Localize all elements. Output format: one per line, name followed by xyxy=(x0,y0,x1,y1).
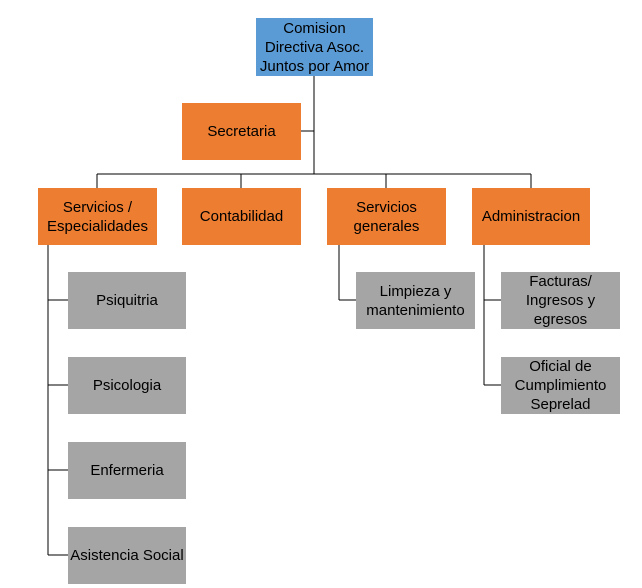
assistant-node-secretaria: Secretaria xyxy=(182,103,301,160)
child-node-psicologia: Psicologia xyxy=(68,357,186,414)
department-node-contabilidad: Contabilidad xyxy=(182,188,301,245)
department-node-administracion: Administracion xyxy=(472,188,590,245)
root-node-comision-directiva: Comision Directiva Asoc. Juntos por Amor xyxy=(256,18,373,76)
department-node-servicios-generales: Servicios generales xyxy=(327,188,446,245)
department-node-servicios-especialidades: Servicios / Especialidades xyxy=(38,188,157,245)
child-node-enfermeria: Enfermeria xyxy=(68,442,186,499)
child-node-oficial-de-cumplimiento: Oficial de Cumplimiento Seprelad xyxy=(501,357,620,414)
child-node-facturas-ingresos-egresos: Facturas/ Ingresos y egresos xyxy=(501,272,620,329)
child-node-asistencia-social: Asistencia Social xyxy=(68,527,186,584)
child-node-limpieza-y-mantenimiento: Limpieza y mantenimiento xyxy=(356,272,475,329)
child-node-psiquitria: Psiquitria xyxy=(68,272,186,329)
